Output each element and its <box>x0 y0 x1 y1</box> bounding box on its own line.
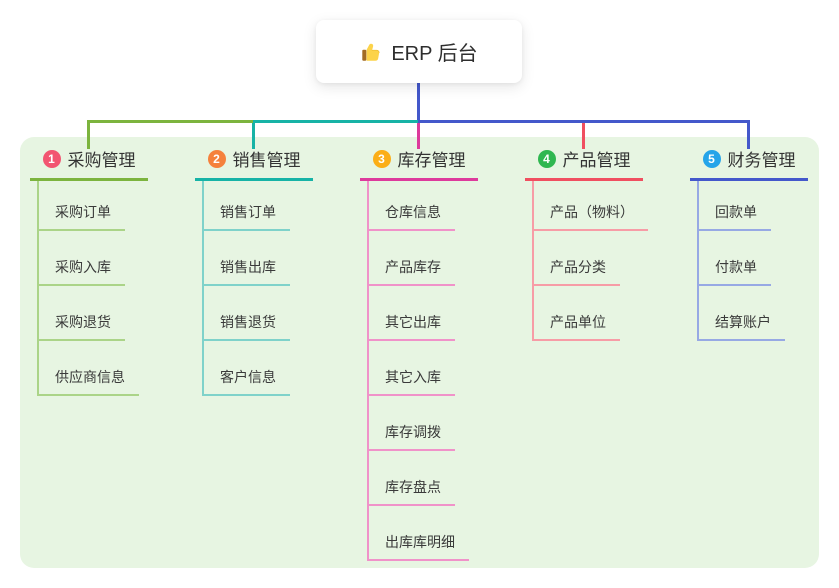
branch-label: 采购管理 <box>67 151 136 170</box>
child-topic[interactable]: 采购入库 <box>37 231 139 286</box>
child-topic[interactable]: 产品（物料） <box>532 181 648 231</box>
child-topic[interactable]: 销售订单 <box>202 181 290 231</box>
child-topic[interactable]: 其它出库 <box>367 286 469 341</box>
child-topic[interactable]: 供应商信息 <box>37 341 139 396</box>
child-topic-label: 销售出库 <box>202 257 290 286</box>
child-topic-label: 采购订单 <box>37 202 125 231</box>
connector-line <box>418 120 750 123</box>
connector-line <box>417 123 420 149</box>
branch-topic[interactable]: 1 采购管理 <box>30 146 148 181</box>
child-topic-label: 采购入库 <box>37 257 125 286</box>
root-node[interactable]: ERP 后台 <box>316 20 522 83</box>
branch-children: 回款单 付款单 结算账户 <box>697 181 785 341</box>
branch-children-connector-line <box>697 179 699 341</box>
child-topic-label: 付款单 <box>697 257 771 286</box>
connector-line <box>747 123 750 149</box>
child-topic[interactable]: 其它入库 <box>367 341 469 396</box>
branch-number-badge: 2 <box>207 149 226 168</box>
child-topic-label: 出库库明细 <box>367 532 469 561</box>
child-topic[interactable]: 回款单 <box>697 181 785 231</box>
child-topic[interactable]: 库存盘点 <box>367 451 469 506</box>
child-topic-label: 销售订单 <box>202 202 290 231</box>
child-topic-label: 供应商信息 <box>37 367 139 396</box>
child-topic-label: 客户信息 <box>202 367 290 396</box>
child-topic[interactable]: 产品库存 <box>367 231 469 286</box>
branch-number-badge: 5 <box>702 149 721 168</box>
child-topic-label: 库存调拨 <box>367 422 455 451</box>
child-topic[interactable]: 采购订单 <box>37 181 139 231</box>
connector-line <box>87 120 253 123</box>
child-topic-label: 产品单位 <box>532 312 620 341</box>
branch-3: 3 库存管理 仓库信息 产品库存 其它出库 其它入库 库存调拨 库存盘点 出库库… <box>360 0 525 588</box>
connector-line <box>417 83 420 123</box>
branch-4: 4 产品管理 产品（物料） 产品分类 产品单位 <box>525 0 690 588</box>
child-topic-label: 销售退货 <box>202 312 290 341</box>
branch-topic[interactable]: 2 销售管理 <box>195 146 313 181</box>
child-topic[interactable]: 结算账户 <box>697 286 785 341</box>
child-topic-label: 产品库存 <box>367 257 455 286</box>
child-topic-label: 采购退货 <box>37 312 125 341</box>
branch-number-badge: 1 <box>42 149 61 168</box>
child-topic-label: 产品（物料） <box>532 202 648 231</box>
branch-children-connector-line <box>202 179 204 396</box>
branch-5: 5 财务管理 回款单 付款单 结算账户 <box>690 0 839 588</box>
branch-number-badge: 3 <box>372 149 391 168</box>
branches-background-panel <box>20 137 819 568</box>
connector-line <box>582 123 585 149</box>
child-topic[interactable]: 出库库明细 <box>367 506 469 561</box>
child-topic[interactable]: 产品单位 <box>532 286 648 341</box>
child-topic[interactable]: 库存调拨 <box>367 396 469 451</box>
branch-label: 财务管理 <box>727 151 796 170</box>
root-title: ERP 后台 <box>391 43 478 65</box>
child-topic-label: 其它入库 <box>367 367 455 396</box>
branch-2: 2 销售管理 销售订单 销售出库 销售退货 客户信息 <box>195 0 360 588</box>
child-topic[interactable]: 销售出库 <box>202 231 290 286</box>
branch-topic[interactable]: 4 产品管理 <box>525 146 643 181</box>
connector-line <box>253 120 418 123</box>
branch-children: 产品（物料） 产品分类 产品单位 <box>532 181 648 341</box>
branch-number-badge: 4 <box>537 149 556 168</box>
child-topic[interactable]: 销售退货 <box>202 286 290 341</box>
branch-children-connector-line <box>532 179 534 341</box>
child-topic[interactable]: 仓库信息 <box>367 181 469 231</box>
child-topic-label: 回款单 <box>697 202 771 231</box>
child-topic-label: 其它出库 <box>367 312 455 341</box>
thumbs-up-icon <box>360 41 382 63</box>
child-topic[interactable]: 客户信息 <box>202 341 290 396</box>
branch-label: 产品管理 <box>562 151 631 170</box>
connector-line <box>87 123 90 149</box>
child-topic[interactable]: 采购退货 <box>37 286 139 341</box>
connector-line <box>252 123 255 149</box>
child-topic[interactable]: 产品分类 <box>532 231 648 286</box>
branch-label: 库存管理 <box>397 151 466 170</box>
child-topic-label: 库存盘点 <box>367 477 455 506</box>
branch-children-connector-line <box>367 179 369 561</box>
child-topic[interactable]: 付款单 <box>697 231 785 286</box>
child-topic-label: 仓库信息 <box>367 202 455 231</box>
branch-topic[interactable]: 5 财务管理 <box>690 146 808 181</box>
child-topic-label: 结算账户 <box>697 312 785 341</box>
branch-1: 1 采购管理 采购订单 采购入库 采购退货 供应商信息 <box>30 0 195 588</box>
branch-children: 采购订单 采购入库 采购退货 供应商信息 <box>37 181 139 396</box>
branch-children: 仓库信息 产品库存 其它出库 其它入库 库存调拨 库存盘点 出库库明细 <box>367 181 469 561</box>
branch-label: 销售管理 <box>232 151 301 170</box>
child-topic-label: 产品分类 <box>532 257 620 286</box>
branch-topic[interactable]: 3 库存管理 <box>360 146 478 181</box>
branch-children-connector-line <box>37 179 39 396</box>
branch-children: 销售订单 销售出库 销售退货 客户信息 <box>202 181 290 396</box>
